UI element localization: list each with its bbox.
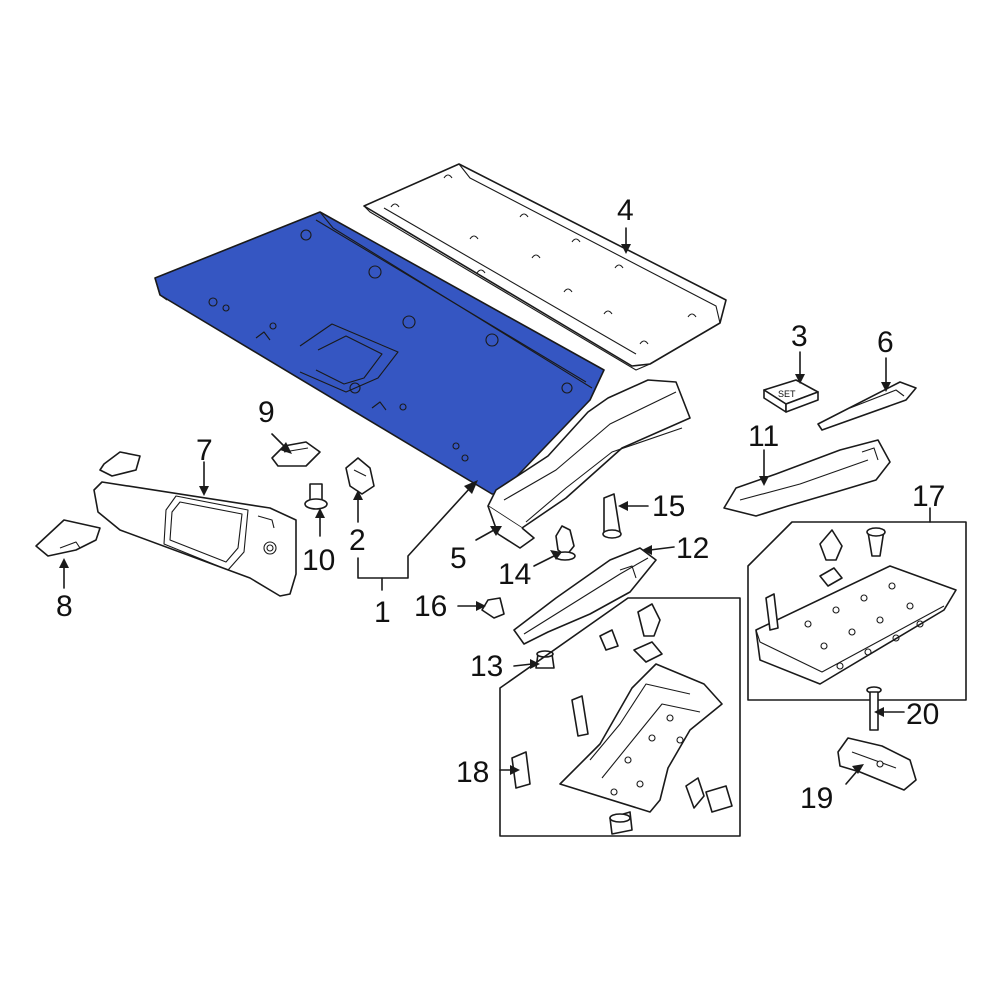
callout-4: 4 <box>617 194 634 227</box>
package-tray-set[interactable] <box>747 521 967 701</box>
callout-19: 19 <box>800 782 833 815</box>
bracket[interactable] <box>837 737 917 791</box>
arrow-heads <box>59 244 891 775</box>
callout-labels: 1 2 3 4 5 6 7 8 9 10 11 12 13 14 15 16 1… <box>56 194 945 815</box>
callout-20: 20 <box>906 698 939 731</box>
callout-11: 11 <box>748 420 779 453</box>
callout-6: 6 <box>877 326 894 359</box>
hook[interactable] <box>345 457 375 495</box>
pillar-trim[interactable] <box>487 379 691 549</box>
insulator-pad[interactable] <box>363 163 727 371</box>
visor-clip[interactable] <box>35 519 101 557</box>
callout-2: 2 <box>349 524 366 557</box>
retainer[interactable] <box>304 483 328 510</box>
callout-8: 8 <box>56 590 73 623</box>
callout-5: 5 <box>450 542 467 575</box>
callout-3: 3 <box>791 320 808 353</box>
callout-18: 18 <box>456 756 489 789</box>
pin[interactable] <box>602 493 622 539</box>
callout-10: 10 <box>302 544 335 577</box>
callout-1: 1 <box>374 596 391 629</box>
callout-15: 15 <box>652 490 685 523</box>
set-tag: SET <box>778 389 796 399</box>
grommet[interactable] <box>535 650 555 669</box>
callout-16: 16 <box>414 590 447 623</box>
cap[interactable] <box>481 597 505 619</box>
bolt[interactable] <box>866 686 882 731</box>
visor-bracket[interactable] <box>271 441 321 467</box>
callout-14: 14 <box>498 558 531 591</box>
callout-7: 7 <box>196 434 213 467</box>
callout-13: 13 <box>470 650 503 683</box>
callout-12: 12 <box>676 532 709 565</box>
callout-9: 9 <box>258 396 275 429</box>
sun-visor[interactable] <box>93 451 297 597</box>
callout-17: 17 <box>912 480 945 513</box>
quarter-panel-set[interactable] <box>499 597 741 837</box>
headliner[interactable] <box>154 211 605 495</box>
set[interactable]: SET <box>763 379 819 413</box>
trim-strip[interactable] <box>817 381 917 431</box>
quarter-trim[interactable] <box>513 547 657 645</box>
